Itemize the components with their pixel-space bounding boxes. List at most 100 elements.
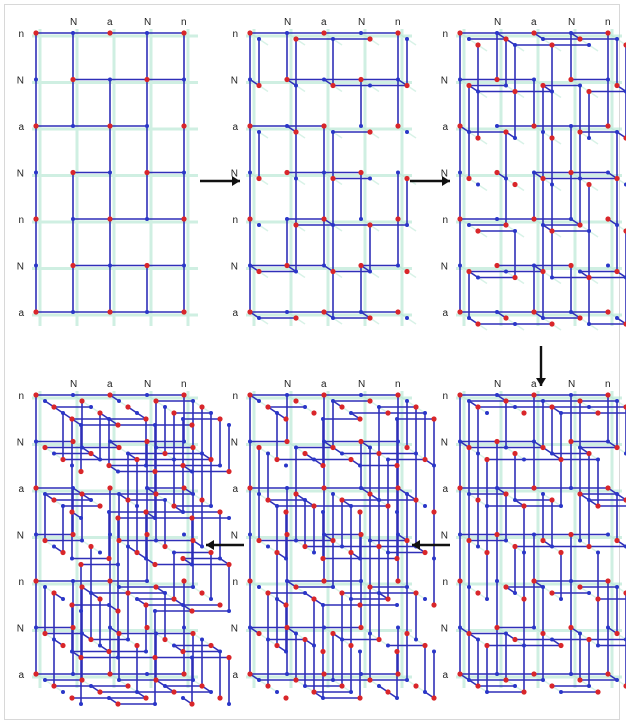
node-red	[51, 590, 56, 595]
node-red	[78, 562, 83, 567]
node-blue	[340, 638, 344, 642]
node-red	[605, 671, 610, 676]
node-red	[614, 176, 619, 181]
node-blue	[107, 417, 111, 421]
node-red	[431, 509, 436, 514]
node-red	[171, 410, 176, 415]
row-label: N	[17, 531, 24, 542]
node-blue	[396, 171, 400, 175]
node-blue	[368, 632, 372, 636]
node-red	[394, 463, 399, 468]
node-red	[125, 404, 130, 409]
node-blue	[405, 130, 409, 134]
shadow-grid	[246, 29, 412, 326]
node-blue	[331, 223, 335, 227]
node-red	[69, 509, 74, 514]
column-label: a	[107, 379, 113, 390]
node-blue	[467, 492, 471, 496]
node-red	[475, 683, 480, 688]
node-red	[348, 643, 353, 648]
node-red	[595, 503, 600, 508]
node-red	[605, 392, 610, 397]
node-red	[51, 404, 56, 409]
column-label: a	[531, 379, 537, 390]
column-label: N	[284, 379, 291, 390]
node-blue	[615, 130, 619, 134]
node-red	[558, 457, 563, 462]
node-blue	[476, 183, 480, 187]
node-red	[189, 515, 194, 520]
node-red	[457, 309, 462, 314]
node-red	[190, 538, 195, 543]
row-label: a	[442, 670, 448, 681]
node-blue	[172, 644, 176, 648]
node-blue	[117, 492, 121, 496]
node-red	[549, 42, 554, 47]
node-red	[144, 439, 149, 444]
node-blue	[386, 458, 390, 462]
node-blue	[615, 585, 619, 589]
node-red	[586, 89, 591, 94]
shadow-grid	[456, 29, 622, 326]
node-blue	[532, 264, 536, 268]
node-blue	[144, 464, 148, 468]
node-red	[181, 309, 186, 314]
node-blue	[458, 533, 462, 537]
node-red	[199, 683, 204, 688]
node-red	[577, 491, 582, 496]
node-red	[475, 321, 480, 326]
node-red	[466, 538, 471, 543]
node-red	[605, 123, 610, 128]
node-red	[125, 497, 130, 502]
node-blue	[248, 171, 252, 175]
node-blue	[153, 423, 157, 427]
node-blue	[52, 545, 56, 549]
node-blue	[182, 533, 186, 537]
node-blue	[153, 516, 157, 520]
node-blue	[294, 177, 298, 181]
node-red	[284, 77, 289, 82]
node-blue	[257, 130, 261, 134]
row-label: a	[442, 308, 448, 319]
node-red	[42, 445, 47, 450]
node-red	[284, 170, 289, 175]
node-blue	[154, 446, 158, 450]
node-blue	[476, 545, 480, 549]
node-blue	[321, 603, 325, 607]
node-red	[367, 315, 372, 320]
node-blue	[606, 171, 610, 175]
node-blue	[467, 678, 471, 682]
node-red	[97, 410, 102, 415]
arrow-left	[412, 540, 450, 550]
node-red	[144, 625, 149, 630]
node-blue	[467, 130, 471, 134]
node-blue	[359, 31, 363, 35]
node-red	[152, 562, 157, 567]
node-red	[358, 263, 363, 268]
node-blue	[615, 492, 619, 496]
node-blue	[467, 585, 471, 589]
node-red	[69, 416, 74, 421]
node-red	[330, 176, 335, 181]
node-red	[274, 643, 279, 648]
node-blue	[285, 31, 289, 35]
node-red	[512, 182, 517, 187]
node-blue	[476, 638, 480, 642]
node-red	[60, 457, 65, 462]
node-blue	[395, 696, 399, 700]
node-red	[189, 608, 194, 613]
node-red	[247, 216, 252, 221]
node-blue	[606, 78, 610, 82]
node-red	[97, 503, 102, 508]
node-red	[181, 671, 186, 676]
node-red	[320, 649, 325, 654]
node-red	[293, 315, 298, 320]
node-blue	[541, 130, 545, 134]
node-red	[358, 77, 363, 82]
node-blue	[504, 84, 508, 88]
node-blue	[596, 644, 600, 648]
node-blue	[61, 690, 65, 694]
node-red	[540, 83, 545, 88]
node-blue	[135, 504, 139, 508]
node-blue	[606, 626, 610, 630]
